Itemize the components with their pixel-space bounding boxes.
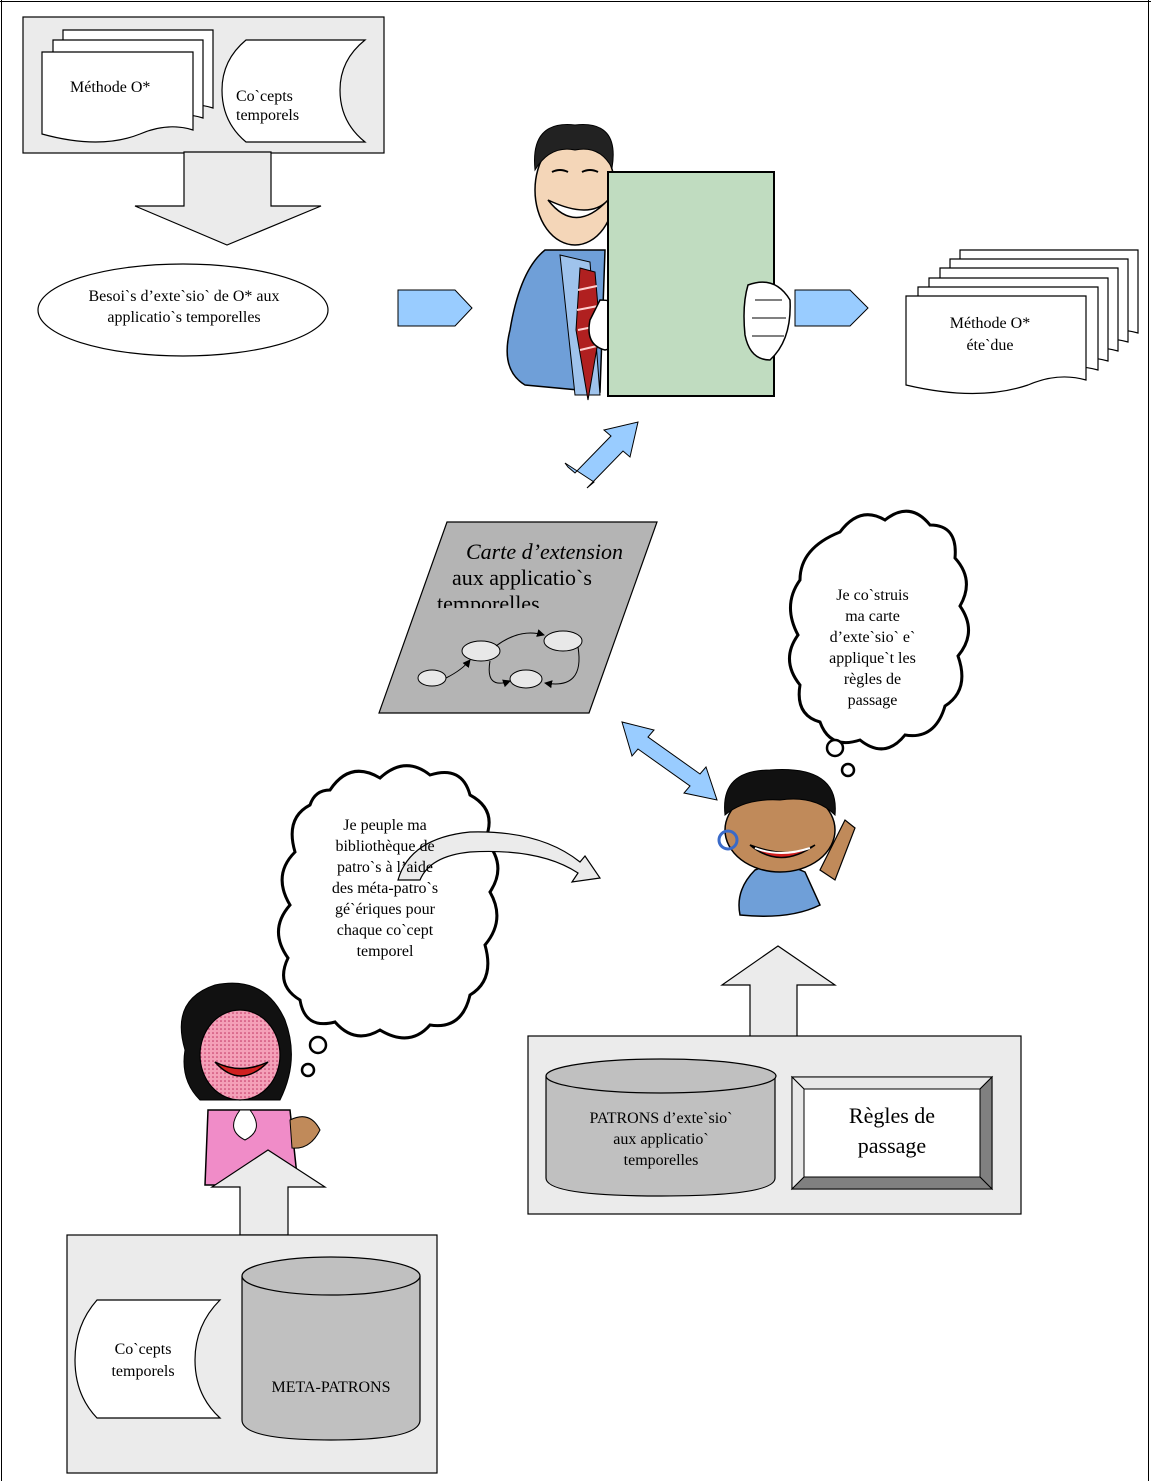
thought-right-line3: d’exte`sio` e`	[829, 629, 916, 646]
arrow-engineer-to-method	[794, 289, 869, 327]
thought-left-line6: chaque co`cept	[336, 922, 434, 939]
extended-method-line1: Méthode O*	[949, 315, 1031, 332]
extended-method-line2: éte`due	[966, 337, 1014, 354]
thought-right-line6: passage	[847, 692, 898, 709]
extension-map-shape	[378, 521, 658, 714]
map-title: Carte d’extension	[466, 539, 624, 564]
top-input-box	[22, 16, 385, 154]
besoin-line2: applicatio`s temporelles	[107, 309, 261, 326]
top-method-label: Méthode O*	[70, 79, 151, 96]
patrons-cylinder	[545, 1058, 777, 1094]
thought-cloud-right	[788, 509, 970, 778]
thought-left-line1: Je peuple ma	[343, 817, 427, 834]
extended-method-doc-stack-icon	[905, 249, 1139, 395]
regles-line1: Règles de	[848, 1103, 936, 1128]
method-doc-stack-icon	[41, 29, 214, 143]
regles-bevel-box	[790, 1075, 994, 1191]
curved-arrow-to-library	[397, 831, 602, 883]
besoin-ellipse	[37, 263, 329, 357]
thought-right-line5: règles de	[843, 671, 902, 688]
top-concepts-line1: Co`cepts	[236, 88, 293, 105]
besoin-line1: Besoi`s d’exte`sio` de O* aux	[88, 288, 280, 305]
thought-left-line4: des méta-patro`s	[331, 880, 439, 897]
thought-left-line2: bibliothèque de	[335, 838, 435, 855]
map-subtitle-line1: aux applicatio`s	[452, 565, 592, 590]
woman-librarian-illustration	[180, 982, 321, 1186]
bottom-concepts-line2: temporels	[111, 1363, 175, 1380]
bidirectional-arrow-map-woman	[621, 721, 718, 801]
engineer-man-illustration	[506, 124, 791, 401]
library-box	[527, 1035, 1022, 1215]
concepts-storage-shape-bottom	[74, 1299, 222, 1419]
woman-builder-illustration	[717, 769, 856, 917]
thought-left-line3: patro`s à l’aide	[337, 859, 433, 876]
thought-left-line7: temporel	[356, 943, 414, 960]
thought-right-line4: applique`t les	[829, 650, 916, 667]
thought-left-line5: gé`ériques pour	[335, 901, 435, 918]
map-subtitle-line2: temporelles	[437, 591, 540, 608]
green-document	[607, 171, 775, 397]
patrons-line3: temporelles	[623, 1152, 699, 1169]
regles-line2: passage	[857, 1133, 927, 1158]
thought-right-line2: ma carte	[845, 608, 900, 625]
meta-patrons-cylinder	[241, 1256, 421, 1296]
up-arrow-to-woman-right	[720, 945, 837, 1039]
up-arrow-to-woman-left	[210, 1149, 328, 1236]
bottom-concepts-line1: Co`cepts	[114, 1341, 172, 1358]
patrons-line1: PATRONS d’exte`sio`	[589, 1110, 733, 1127]
bottom-input-box	[66, 1234, 438, 1474]
thought-cloud-left	[277, 764, 500, 1078]
top-concepts-line2: temporels	[236, 107, 300, 124]
down-arrow-to-besoin	[134, 151, 322, 246]
thought-right-line1: Je co`struis	[836, 587, 909, 604]
concepts-storage-shape	[221, 39, 367, 143]
bidirectional-arrow-engineer-map	[564, 421, 639, 489]
arrow-besoin-to-engineer	[397, 289, 473, 327]
patrons-line2: aux applicatio`	[613, 1131, 709, 1148]
meta-patrons-label: META-PATRONS	[271, 1379, 391, 1396]
